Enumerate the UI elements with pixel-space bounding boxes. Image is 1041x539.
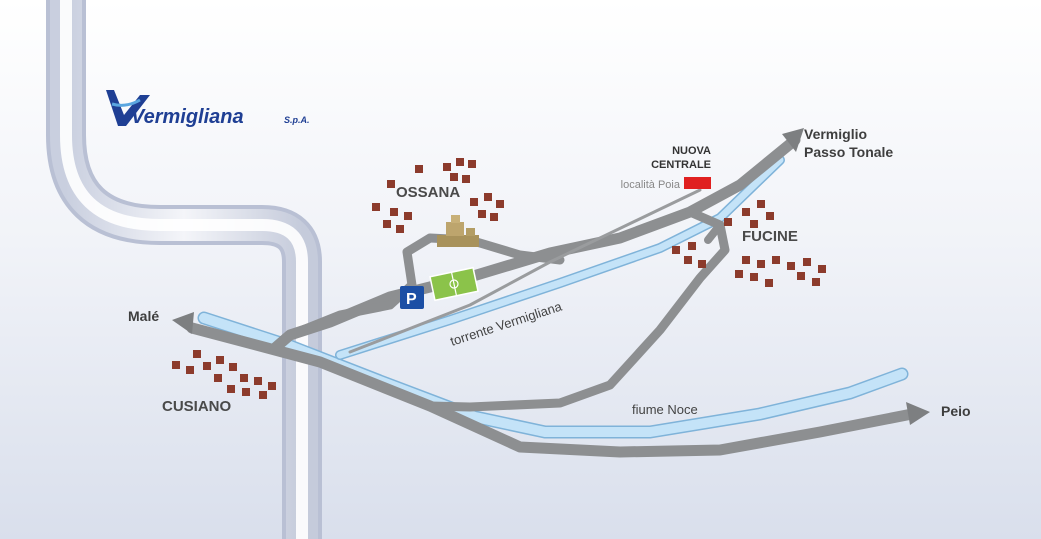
label-centrale: CENTRALE	[651, 159, 711, 171]
castle-icon	[437, 215, 479, 247]
label-vermiglio: Vermiglio	[804, 126, 867, 142]
power-station-icon	[684, 177, 711, 189]
label-nuova: NUOVA	[672, 145, 711, 157]
arrow-peio-icon	[906, 402, 930, 425]
arrow-vermiglio-icon	[782, 128, 804, 152]
direction-arrows	[172, 128, 930, 425]
arrow-male-icon	[172, 312, 194, 334]
vermigliana-logo: Vermigliana S.p.A.	[106, 90, 310, 128]
sports-field-icon	[429, 266, 479, 302]
logo-name: Vermigliana	[131, 106, 244, 128]
label-cusiano: CUSIANO	[162, 398, 232, 415]
label-passo-tonale: Passo Tonale	[804, 144, 893, 160]
roads	[186, 134, 918, 458]
road-ossana	[285, 233, 565, 340]
label-fucine: FUCINE	[742, 228, 798, 245]
road-fucine-loop	[425, 207, 730, 412]
label-male: Malé	[128, 308, 159, 324]
village-houses	[172, 158, 826, 399]
label-fiume-noce: fiume Noce	[632, 402, 698, 417]
parking-icon: P	[400, 286, 424, 309]
road-centrale	[348, 188, 702, 354]
road-male-peio	[186, 322, 918, 458]
label-peio: Peio	[941, 403, 971, 419]
label-ossana: OSSANA	[396, 184, 460, 201]
decorative-frame	[46, 0, 322, 539]
logo-suffix: S.p.A.	[284, 115, 310, 125]
label-localita-poia: località Poia	[621, 179, 681, 191]
parking-letter: P	[406, 291, 417, 308]
